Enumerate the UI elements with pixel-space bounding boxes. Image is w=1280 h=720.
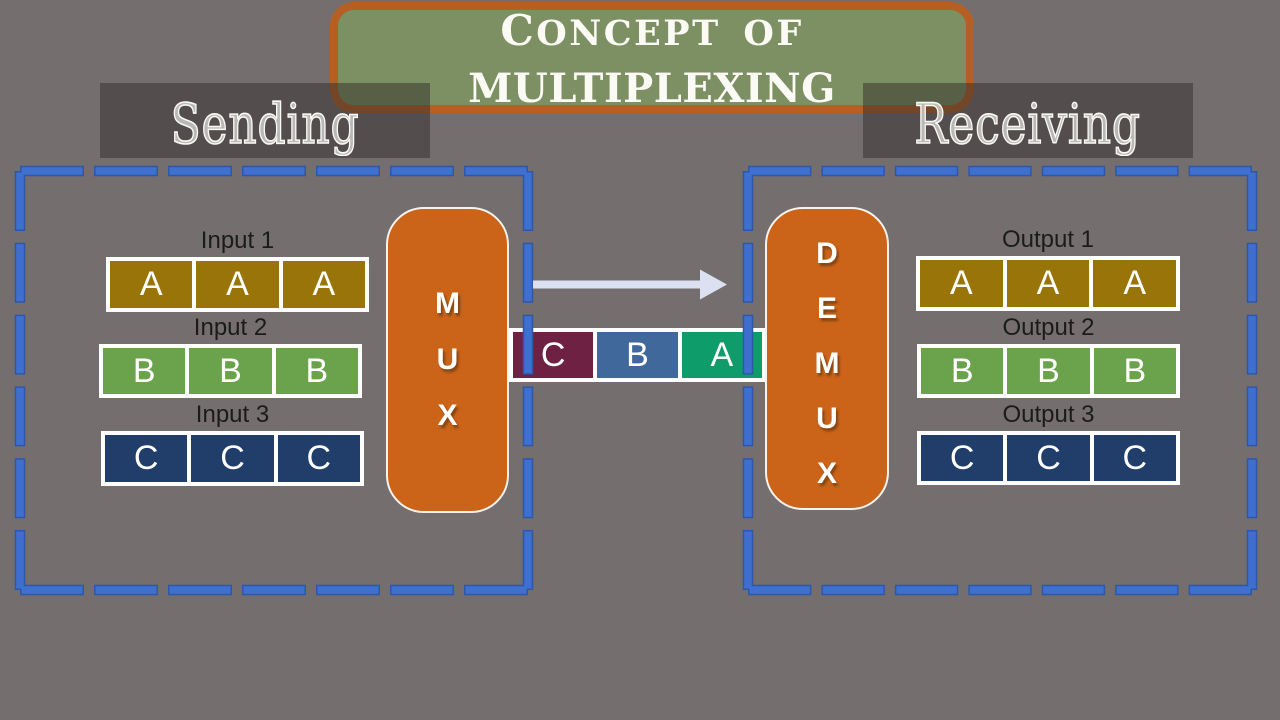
- input-1-cell: A: [110, 261, 193, 308]
- input-3-cell: C: [191, 435, 274, 482]
- output-3-label: Output 3: [1002, 401, 1095, 428]
- channel-cell-b: B: [597, 332, 678, 378]
- output-3-row: C C C: [917, 431, 1180, 485]
- mux-label: M U X: [435, 287, 460, 432]
- output-1-label: Output 1: [1001, 226, 1095, 253]
- output-1-cell: A: [920, 260, 1003, 307]
- input-3-cell: C: [105, 435, 188, 482]
- output-1-cell: A: [1006, 260, 1090, 307]
- sending-label: Sending: [100, 83, 430, 158]
- title-initial: C: [500, 6, 537, 55]
- output-2-cell: B: [1007, 348, 1090, 394]
- input-3-label: Input 3: [195, 401, 270, 428]
- input-2-cell: B: [103, 348, 186, 394]
- input-2-cell: B: [275, 348, 358, 394]
- output-3-cell: C: [921, 435, 1004, 481]
- output-2-cell: B: [1093, 348, 1176, 394]
- input-1-label: Input 1: [200, 227, 275, 254]
- input-3-row: C C C: [101, 431, 364, 486]
- input-1-cell: A: [282, 261, 365, 308]
- mux-box: M U X: [386, 207, 509, 513]
- channel-cell-c: C: [513, 332, 594, 378]
- output-2-label: Output 2: [1002, 314, 1095, 341]
- receiving-label-text: Receiving: [914, 91, 1142, 157]
- channel-row: C B A: [509, 328, 766, 382]
- input-3-cell: C: [277, 435, 360, 482]
- sending-label-text: Sending: [170, 91, 360, 157]
- title-line-2: MULTIPLEXING: [468, 65, 836, 112]
- output-1-row: A A A: [916, 256, 1180, 311]
- channel-arrow: [533, 269, 727, 300]
- receiving-label: Receiving: [863, 83, 1193, 158]
- channel-cell-a: A: [681, 332, 762, 378]
- title-line-1: CONCEPT OF: [338, 9, 966, 56]
- input-1-row: A A A: [106, 257, 369, 312]
- output-2-row: B B B: [917, 344, 1180, 398]
- input-2-label: Input 2: [193, 314, 268, 341]
- input-2-row: B B B: [99, 344, 362, 398]
- output-3-cell: C: [1007, 435, 1090, 481]
- demux-box: D E M U X: [765, 207, 889, 510]
- input-2-cell: B: [189, 348, 272, 394]
- demux-label: D E M U X: [814, 237, 840, 490]
- input-1-cell: A: [196, 261, 279, 308]
- output-2-cell: B: [921, 348, 1004, 394]
- title-line-1-rest: ONCEPT OF: [536, 13, 804, 54]
- output-3-cell: C: [1093, 435, 1176, 481]
- title-box: CONCEPT OF MULTIPLEXING: [330, 2, 974, 113]
- output-1-cell: A: [1093, 260, 1177, 307]
